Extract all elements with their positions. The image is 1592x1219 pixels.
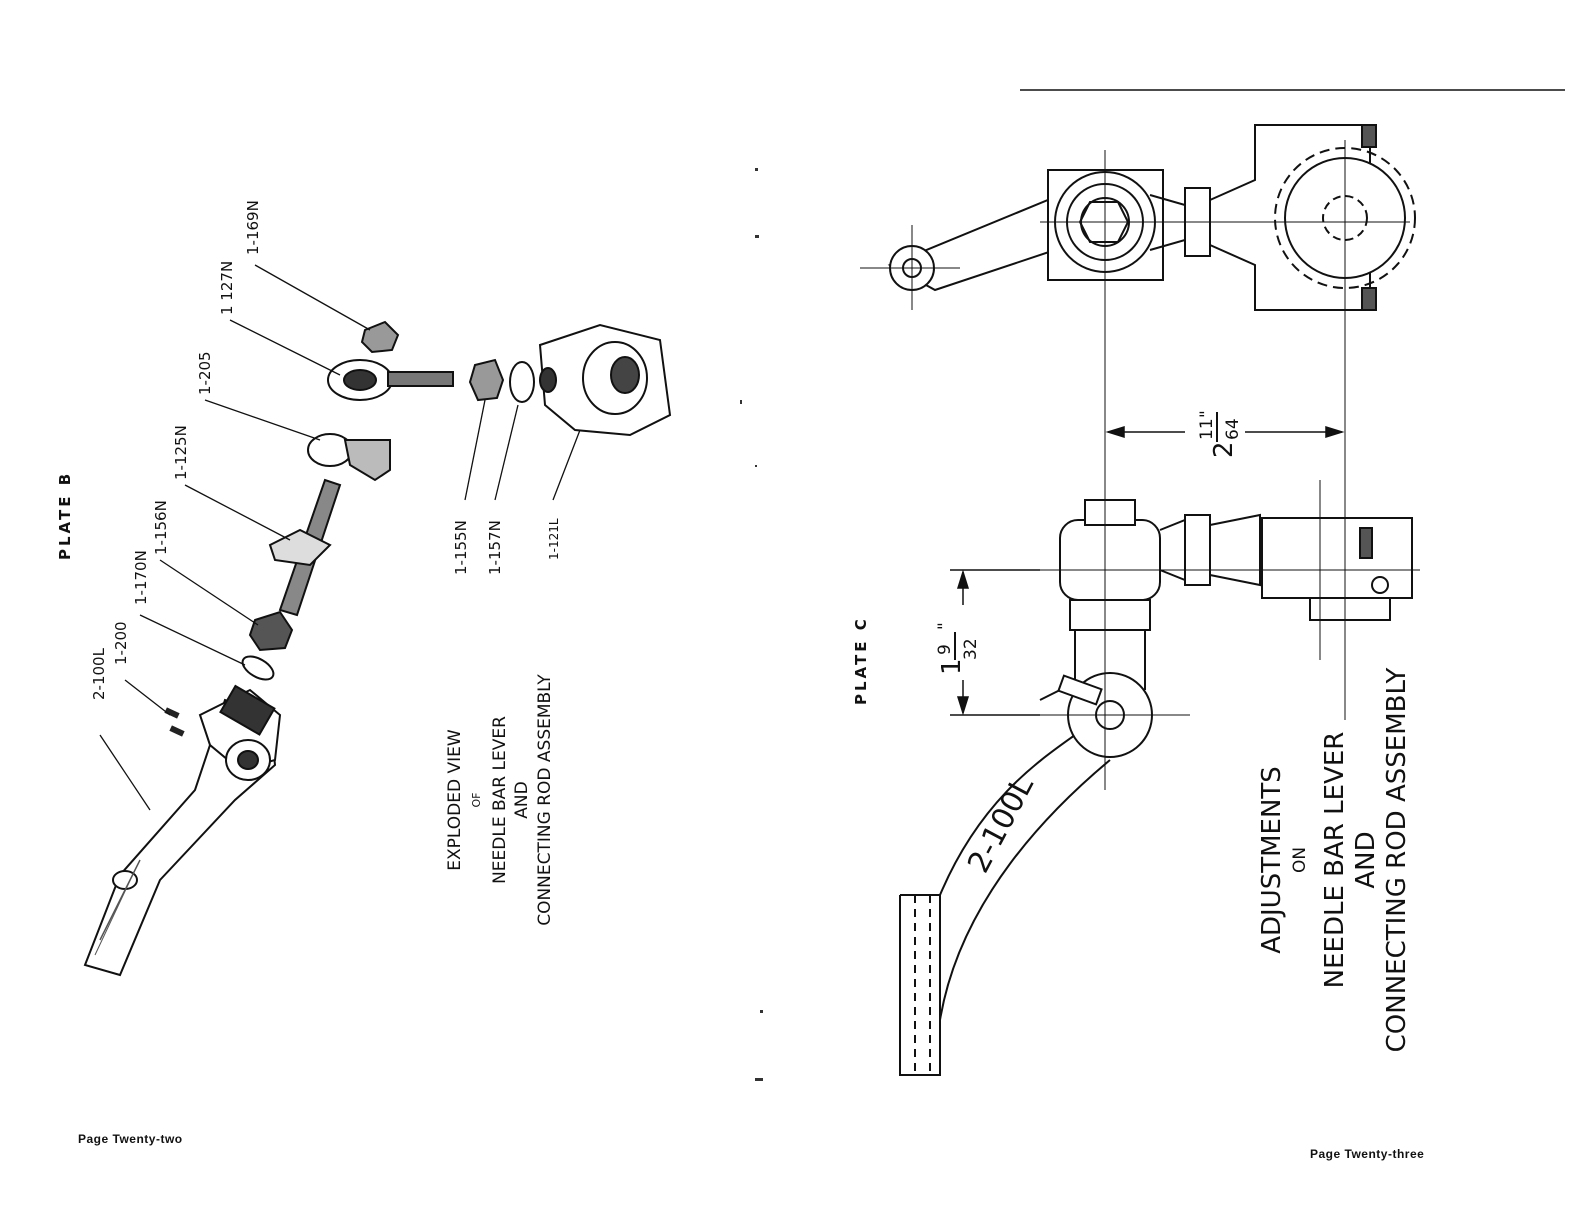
dim-long-num: 11 bbox=[1197, 418, 1217, 440]
nut-1-155n-part bbox=[470, 360, 503, 400]
nut-1-156n-part bbox=[250, 612, 292, 650]
caption-c-line3: NEEDLE BAR LEVER bbox=[1320, 732, 1350, 989]
label-1-121l: 1-121L bbox=[547, 518, 561, 560]
needle-bar-lever-part bbox=[85, 686, 280, 975]
stud-1-125n-part bbox=[270, 480, 340, 615]
caption-b-line3: NEEDLE BAR LEVER bbox=[490, 716, 510, 884]
clamp-1-121l-part bbox=[540, 325, 670, 435]
caption-b-line4: AND bbox=[512, 781, 532, 818]
scan-specks bbox=[740, 168, 763, 1081]
label-1-205: 1-205 bbox=[196, 351, 214, 395]
page-number-left: Page Twenty-two bbox=[78, 1132, 183, 1146]
caption-b-line1: EXPLODED VIEW bbox=[445, 729, 465, 871]
plate-c-caption: ADJUSTMENTS ON NEEDLE BAR LEVER AND CONN… bbox=[1257, 668, 1412, 1053]
label-1-170n: 1-170N bbox=[132, 550, 150, 605]
dim-long-whole: 2 bbox=[1209, 441, 1239, 458]
ball-stud-1-205-part bbox=[308, 434, 390, 480]
lever-mark: 2-100L bbox=[961, 770, 1041, 878]
screw-1-200-part bbox=[164, 707, 184, 736]
caption-b-line5: CONNECTING ROD ASSEMBLY bbox=[535, 674, 555, 926]
top-view-assembly bbox=[890, 125, 1415, 310]
caption-c-line5: CONNECTING ROD ASSEMBLY bbox=[1382, 668, 1412, 1053]
plate-b-caption: EXPLODED VIEW OF NEEDLE BAR LEVER AND CO… bbox=[445, 674, 555, 926]
label-1-125n: 1-125N bbox=[172, 425, 190, 480]
label-1-169n: 1-169N bbox=[244, 200, 262, 255]
dim-long-inch: " bbox=[1197, 410, 1217, 418]
page-number-right: Page Twenty-three bbox=[1310, 1147, 1424, 1161]
plate-c: PLATE C bbox=[852, 90, 1565, 1075]
plate-b: PLATE B bbox=[56, 200, 670, 975]
washer-1-170n-part bbox=[239, 652, 277, 685]
label-1-127n: 1 127N bbox=[218, 261, 236, 315]
label-2-100l: 2-100L bbox=[90, 647, 108, 700]
caption-c-line1: ADJUSTMENTS bbox=[1257, 766, 1287, 954]
dim-short-inch: " bbox=[935, 622, 955, 630]
dim-long-den: 64 bbox=[1223, 418, 1243, 440]
nut-1-169n-part bbox=[362, 322, 398, 352]
label-1-156n: 1-156N bbox=[152, 500, 170, 555]
label-1-157n: 1-157N bbox=[486, 520, 504, 575]
dim-short-den: 32 bbox=[961, 638, 981, 660]
caption-c-line2: ON bbox=[1290, 847, 1310, 873]
label-1-155n: 1-155N bbox=[452, 520, 470, 575]
caption-b-line2: OF bbox=[470, 793, 483, 808]
caption-c-line4: AND bbox=[1351, 831, 1381, 888]
dim-short-num: 9 bbox=[935, 644, 955, 655]
washer-1-157n-part bbox=[510, 362, 534, 402]
plate-b-title: PLATE B bbox=[56, 471, 74, 560]
rod-end-1-127n-part bbox=[328, 360, 453, 400]
plate-c-title: PLATE C bbox=[852, 616, 870, 705]
label-1-200: 1-200 bbox=[112, 621, 130, 665]
